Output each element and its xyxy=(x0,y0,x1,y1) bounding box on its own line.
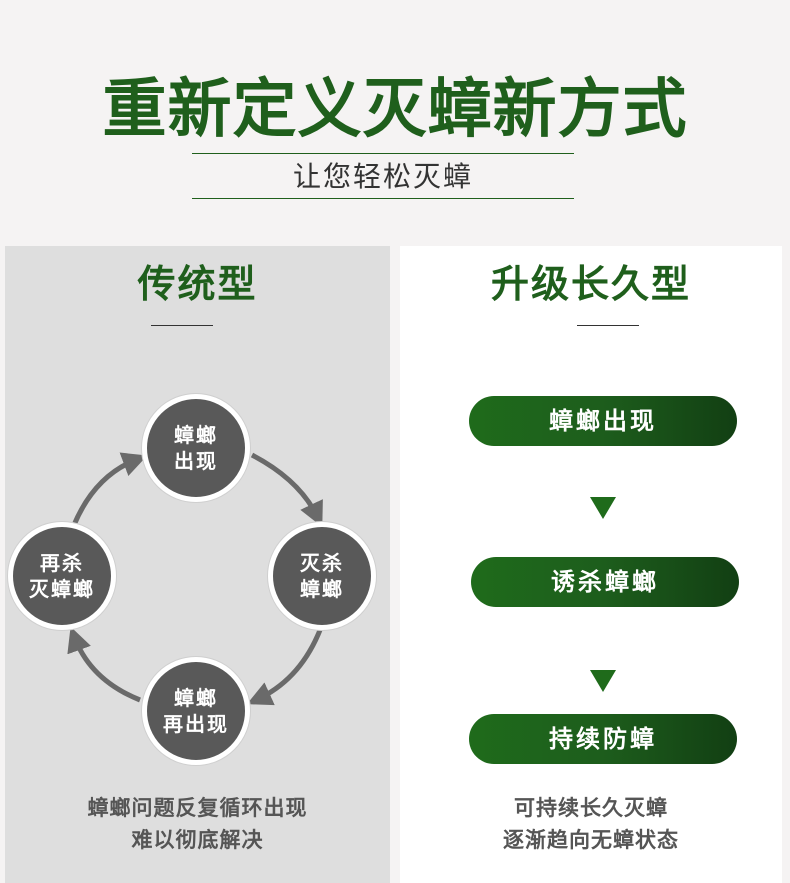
cycle-node-kill: 灭杀 蟑螂 xyxy=(268,522,376,630)
arrow-left-to-top-icon xyxy=(71,452,148,526)
arrow-bottom-to-left-icon xyxy=(67,626,141,703)
traditional-caption-line2: 难以彻底解决 xyxy=(131,828,264,852)
cycle-node-kill-again-label: 再杀 灭蟑螂 xyxy=(29,551,95,601)
page-title: 重新定义灭蟑新方式 xyxy=(102,73,688,147)
upgraded-caption-line2: 逐渐趋向无蟑状态 xyxy=(503,828,679,852)
step-sustained-prevention: 持续防蟑 xyxy=(469,714,737,764)
upgraded-title: 升级长久型 xyxy=(490,262,691,306)
upgraded-caption-line1: 可持续长久灭蟑 xyxy=(514,796,668,820)
upgraded-caption: 可持续长久灭蟑 逐渐趋向无蟑状态 xyxy=(400,792,782,856)
page-subtitle: 让您轻松灭蟑 xyxy=(292,160,473,193)
traditional-title-rule xyxy=(151,325,213,326)
cycle-node-appear: 蟑螂 出现 xyxy=(142,394,250,502)
traditional-caption-line1: 蟑螂问题反复循环出现 xyxy=(87,796,308,820)
traditional-caption: 蟑螂问题反复循环出现 难以彻底解决 xyxy=(5,792,390,856)
triangle-down-icon xyxy=(590,670,616,692)
arrow-right-to-bottom-icon xyxy=(246,629,323,706)
step-lure-kill: 诱杀蟑螂 xyxy=(471,557,739,607)
title-rule-bottom xyxy=(192,198,574,199)
title-rule-top xyxy=(192,153,574,154)
cycle-node-appear-label: 蟑螂 出现 xyxy=(174,423,218,473)
cycle-node-reappear: 蟑螂 再出现 xyxy=(142,657,250,765)
arrow-top-to-right-icon xyxy=(250,452,323,528)
cycle-node-kill-again: 再杀 灭蟑螂 xyxy=(8,522,116,630)
cycle-node-reappear-label: 蟑螂 再出现 xyxy=(163,686,229,736)
step-appear: 蟑螂出现 xyxy=(469,396,737,446)
traditional-title: 传统型 xyxy=(137,262,258,306)
triangle-down-icon xyxy=(590,497,616,519)
cycle-node-kill-label: 灭杀 蟑螂 xyxy=(300,551,344,601)
upgraded-title-rule xyxy=(577,325,639,326)
